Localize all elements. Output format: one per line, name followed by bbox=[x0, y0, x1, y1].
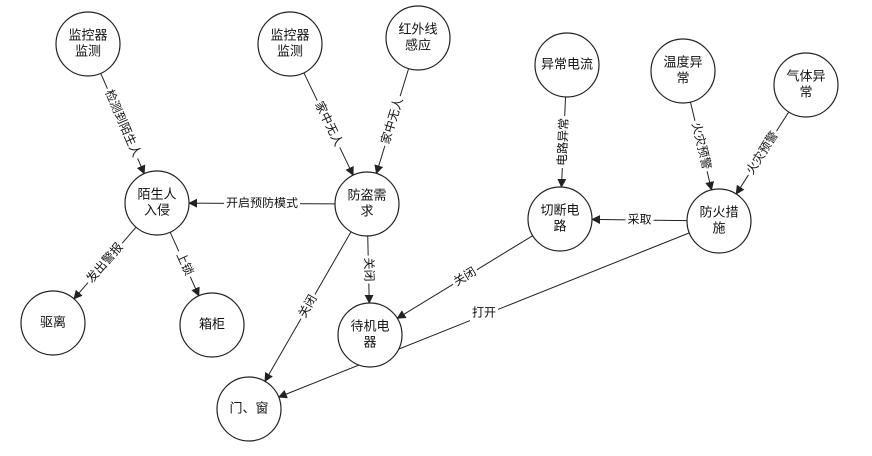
nodes-layer: 监控器监测监控器监测红外线感应异常电流温度异常气体异常陌生人入侵防盗需求切断电路… bbox=[20, 5, 839, 442]
edge-label-sound-alarm: 发出警报 bbox=[83, 239, 126, 285]
node-label-line: 路 bbox=[553, 219, 566, 235]
node-label-line: 温度异 bbox=[663, 55, 702, 71]
node-lock-cabinet: 箱柜 bbox=[179, 292, 245, 358]
node-circle bbox=[179, 292, 245, 358]
node-label-line: 监控器 bbox=[68, 29, 107, 44]
node-label-line: 门、窗 bbox=[229, 401, 268, 417]
node-circle bbox=[650, 38, 716, 104]
node-circle bbox=[337, 302, 403, 368]
node-label-line: 常 bbox=[799, 86, 812, 101]
node-label-line: 监测 bbox=[75, 45, 101, 60]
edge-label-enable-defense: 开启预防模式 bbox=[226, 195, 298, 210]
edge-label-nobody-home-2: 家中无人 bbox=[377, 96, 405, 146]
node-circle bbox=[527, 186, 593, 252]
node-circle bbox=[20, 290, 86, 356]
node-label-line: 监控器 bbox=[270, 29, 309, 44]
node-label-line: 待机电 bbox=[350, 320, 389, 335]
edge-label-circuit-abnormal: 电路异常 bbox=[554, 118, 571, 167]
edge-label-backing bbox=[377, 93, 408, 149]
edge-label-backing bbox=[625, 211, 654, 229]
node-circle bbox=[385, 5, 451, 71]
edge-label-backing bbox=[360, 255, 377, 284]
node-label-line: 求 bbox=[360, 205, 373, 220]
node-label-line: 感应 bbox=[405, 38, 431, 54]
node-circle bbox=[216, 376, 282, 442]
edge-label-backing bbox=[171, 247, 198, 281]
node-circle bbox=[334, 171, 400, 237]
node-label-line: 入侵 bbox=[144, 203, 170, 219]
node-label-line: 常 bbox=[676, 72, 689, 87]
node-circle bbox=[773, 52, 839, 118]
node-label-line: 切断电 bbox=[540, 204, 579, 219]
edge-label-backing bbox=[470, 305, 498, 321]
edge-label-take-action: 采取 bbox=[627, 212, 651, 226]
edge-label-fire-warning-2: 火灾预警 bbox=[742, 128, 781, 177]
edge-label-backing bbox=[294, 290, 322, 323]
node-label-line: 器 bbox=[363, 336, 376, 351]
node-label-line: 箱柜 bbox=[199, 317, 225, 333]
node-abnormal-current: 异常电流 bbox=[534, 32, 600, 98]
edge-label-backing bbox=[554, 115, 573, 169]
edge-label-backing bbox=[310, 97, 347, 151]
node-circle bbox=[124, 170, 190, 236]
node-circle bbox=[257, 11, 323, 77]
node-circle bbox=[55, 11, 121, 77]
node-label-line: 防火措 bbox=[699, 205, 738, 221]
edge-label-backing bbox=[81, 238, 129, 288]
edge-label-close-appliance: 关闭 bbox=[362, 257, 377, 281]
node-label-line: 驱离 bbox=[40, 315, 66, 331]
node-label-line: 防盗需 bbox=[347, 188, 386, 204]
edges-layer: 检测到陌生人家中无人家中无人电路异常火灾预警火灾预警开启预防模式发出警报上锁关闭… bbox=[73, 68, 790, 399]
node-label-line: 监测 bbox=[277, 45, 303, 60]
node-label-line: 异常电流 bbox=[541, 58, 593, 73]
edge-label-backing bbox=[741, 126, 784, 180]
node-label-line: 施 bbox=[712, 222, 725, 237]
node-circle bbox=[534, 32, 600, 98]
edge-label-backing bbox=[448, 262, 482, 292]
node-label-line: 气体异 bbox=[786, 69, 825, 85]
node-label-line: 红外线 bbox=[398, 22, 437, 38]
edge-label-backing bbox=[100, 85, 145, 162]
node-label-line: 陌生人 bbox=[137, 188, 176, 203]
edge-label-detect-stranger: 检测到陌生人 bbox=[102, 87, 144, 159]
node-drive-away: 驱离 bbox=[20, 290, 86, 356]
node-door-window: 门、窗 bbox=[216, 376, 282, 442]
edge-label-backing bbox=[687, 118, 715, 174]
node-circle bbox=[686, 188, 752, 254]
edge-label-backing bbox=[223, 195, 301, 212]
edge-label-open-door: 打开 bbox=[472, 306, 496, 320]
